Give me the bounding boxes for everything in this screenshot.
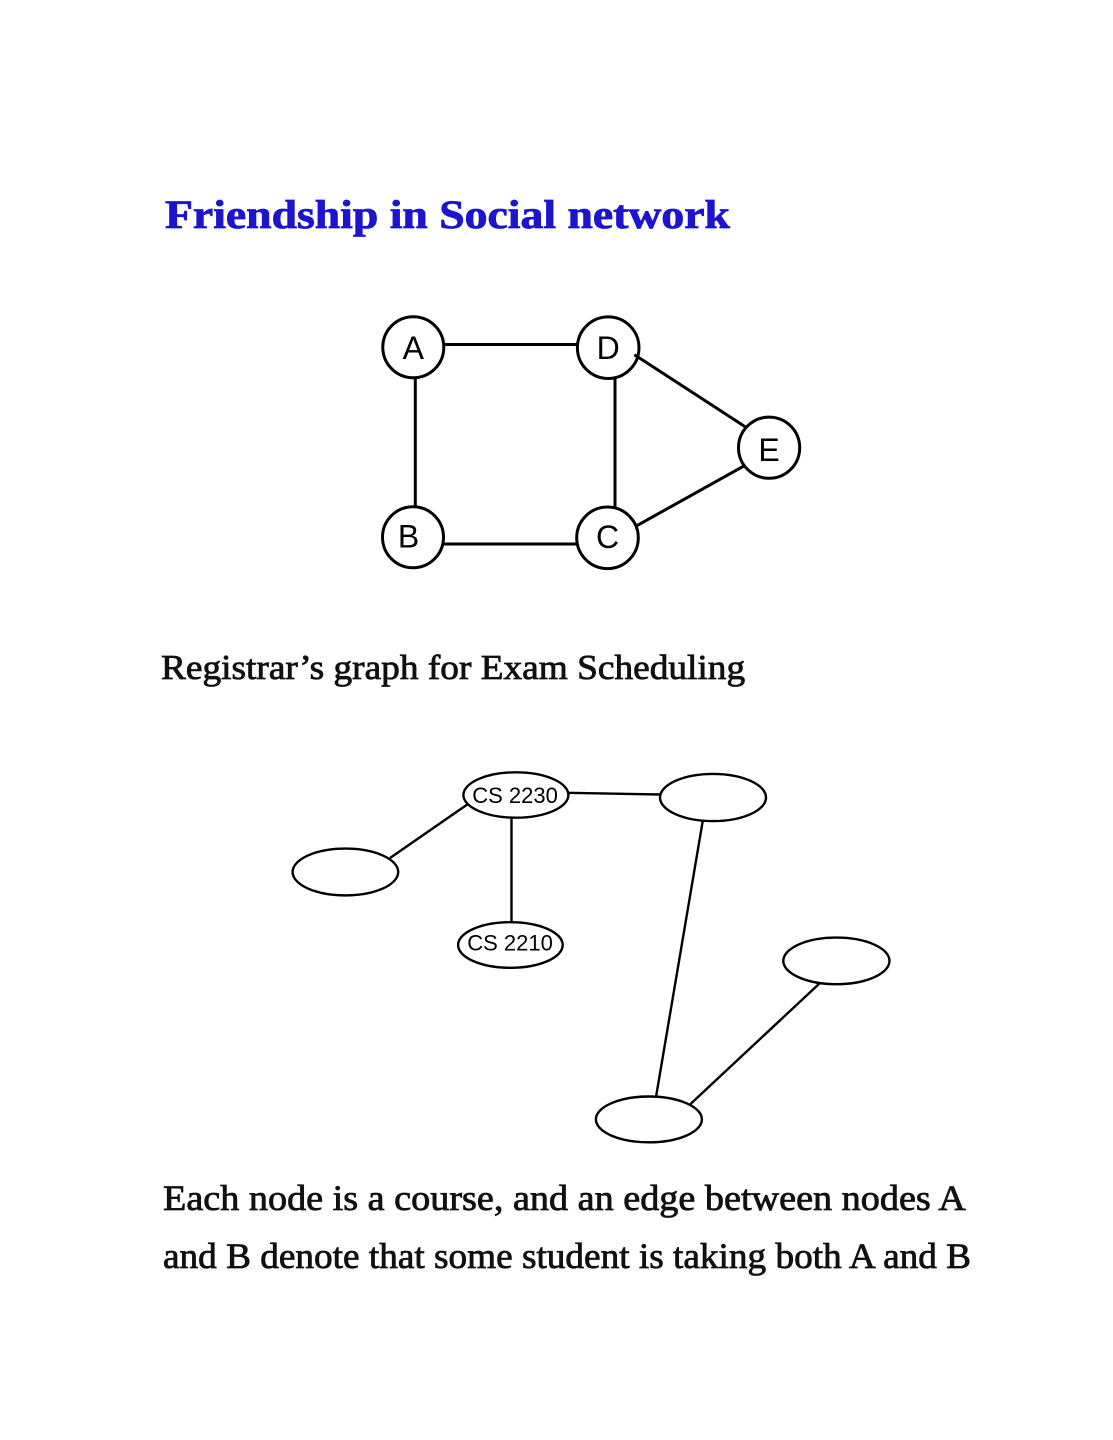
svg-text:D: D (597, 330, 620, 366)
svg-text:CS 2210: CS 2210 (467, 931, 553, 956)
svg-text:A: A (403, 330, 425, 366)
svg-text:E: E (758, 432, 779, 468)
svg-text:CS 2230: CS 2230 (472, 783, 558, 808)
svg-text:B: B (398, 519, 419, 555)
svg-text:C: C (596, 519, 619, 555)
